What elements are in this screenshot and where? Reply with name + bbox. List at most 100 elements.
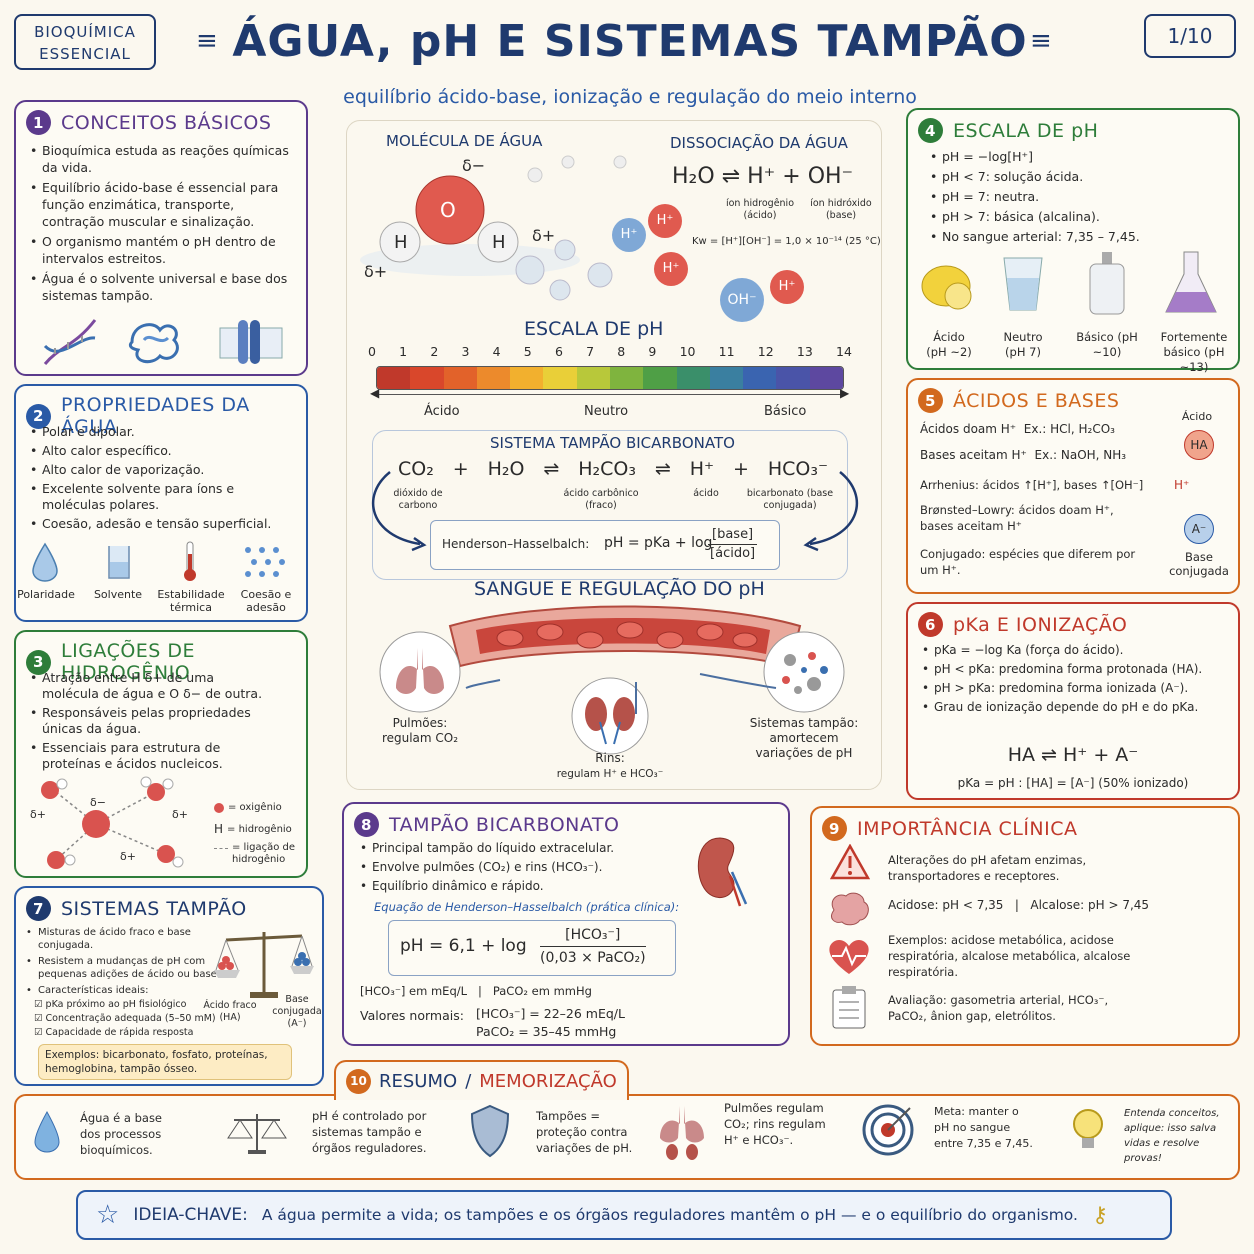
water-drop-icon <box>34 1110 60 1153</box>
ph-color-segment <box>377 367 411 389</box>
dplus-label: δ+ <box>30 808 46 821</box>
hh-fraction: [base] [ácido] <box>708 526 758 563</box>
scale-basic-label: Básico <box>764 404 807 419</box>
check-text: Concentração adequada (5–50 mM) <box>45 1013 216 1024</box>
buf-h2co3: H₂CO₃ <box>578 458 636 480</box>
panel-pka-ionizacao: 6 pKa E IONIZAÇÃO pKa = −log Ka (força d… <box>906 602 1240 800</box>
target-icon <box>862 1104 914 1156</box>
summary-item: Meta: manter o pH no sangue entre 7,35 e… <box>934 1105 1033 1150</box>
page-title: ÁGUA, pH E SISTEMAS TAMPÃO <box>232 16 1028 67</box>
ph-color-segment <box>476 367 511 389</box>
released-h-label: H⁺ <box>1174 478 1190 492</box>
bullet: Envolve pulmões (CO₂) e rins (HCO₃⁻). <box>360 859 680 875</box>
base-label: Base conjugada (A⁻) <box>272 994 322 1029</box>
buffer-title: SISTEMA TAMPÃO BICARBONATO <box>490 434 735 452</box>
panel-4-header: 4 ESCALA DE pH <box>918 118 1098 143</box>
panel-acidos-bases: 5 ÁCIDOS E BASES Ácidos doam H⁺ Ex.: HCl… <box>906 378 1240 594</box>
ph-tick-label: 9 <box>648 344 657 359</box>
section-number-4: 4 <box>918 118 943 143</box>
bullet: Alto calor específico. <box>30 443 300 459</box>
buf-h2o: H₂O <box>487 458 525 480</box>
molecules-grid-icon <box>245 547 285 577</box>
clipboard-icon <box>832 986 866 1029</box>
kw-equation: Kw = [H⁺][OH⁻] = 1,0 × 10⁻¹⁴ (25 °C) <box>692 236 881 247</box>
dna-icon <box>43 319 97 365</box>
legend-bond: = ligação de hidrogênio <box>214 842 304 866</box>
buf-h: H⁺ <box>689 458 715 480</box>
checklist: ☑ pKa próximo ao pH fisiológico ☑ Concen… <box>34 998 216 1040</box>
buf-plus: + <box>452 458 469 480</box>
ph-tick-label: 1 <box>399 344 408 359</box>
checkbox-icon: ☑ <box>34 1013 46 1024</box>
icon-caption-estabilidade: Estabilidade térmica <box>157 588 225 614</box>
buf-arrow: ⇌ <box>543 458 560 480</box>
dplus-label: δ+ <box>120 850 136 863</box>
eq-arrow: ⇌ <box>721 164 741 189</box>
bullet: Responsáveis pelas propriedades únicas d… <box>30 705 270 737</box>
bullet: pH > pKa: predomina forma ionizada (A⁻). <box>922 680 1232 696</box>
section-title-7: SISTEMAS TAMPÃO <box>61 897 247 920</box>
kidneys-caption: regulam H⁺ e HCO₃⁻ <box>556 768 664 780</box>
lungs-icon <box>379 631 461 713</box>
badge-line1: BIOQUÍMICA <box>34 23 136 41</box>
buf-arrow: ⇌ <box>654 458 671 480</box>
dashed-line-icon <box>214 848 228 866</box>
checkbox-icon: ☑ <box>34 999 46 1010</box>
ph-color-segment <box>510 367 544 389</box>
bullet: Resistem a mudanças de pH com pequenas a… <box>26 955 236 981</box>
kidneys-caption-title: Rins: <box>595 751 625 765</box>
bullet: Principal tampão do líquido extracelular… <box>360 840 680 856</box>
dplus-label: δ+ <box>532 226 556 245</box>
ha-bubble: HA <box>1184 430 1214 460</box>
key-idea-bar: ☆ IDEIA-CHAVE: A água permite a vida; os… <box>76 1190 1172 1240</box>
arrhenius-line: Arrhenius: ácidos ↑[H⁺], bases ↑[OH⁻] <box>920 478 1144 492</box>
hydrogen-letter: H <box>214 822 224 836</box>
h-ion-bubble: H⁺ <box>770 270 804 304</box>
header-badge: BIOQUÍMICA ESSENCIAL <box>14 14 156 70</box>
bullet: pH = 7: neutra. <box>930 188 1230 205</box>
check-item: ☑ Concentração adequada (5–50 mM) <box>34 1012 216 1026</box>
icon-caption-polaridade: Polaridade <box>17 588 75 601</box>
clinical-item: Avaliação: gasometria arterial, HCO₃⁻, P… <box>888 993 1109 1023</box>
bullet: Características ideais: <box>26 984 236 997</box>
lemon-icon <box>921 265 972 310</box>
key-idea-label: IDEIA-CHAVE: <box>133 1205 248 1225</box>
bullet-list-4: pH = −log[H⁺] pH < 7: solução ácida. pH … <box>930 148 1230 248</box>
panel-escala-ph: 4 ESCALA DE pH pH = −log[H⁺] pH < 7: sol… <box>906 108 1240 374</box>
summary-item: Entenda conceitos, aplique: isso salva v… <box>1124 1108 1220 1164</box>
ph-color-segment <box>443 367 477 389</box>
hh-clinical-box <box>388 920 676 976</box>
bullet-list-6: pKa = −log Ka (força do ácido). pH < pKa… <box>922 642 1232 718</box>
scale-neutral-label: Neutro <box>584 404 629 419</box>
ph-color-bar <box>376 366 844 390</box>
buf-hco3: HCO₃⁻ <box>767 458 828 480</box>
acids-line: Ácidos doam H⁺ Ex.: HCl, H₂CO₃ <box>920 422 1115 436</box>
summary-bar <box>14 1094 1240 1180</box>
hh-clinical-numerator: [HCO₃⁻] <box>540 924 646 947</box>
bullet: Equilíbrio ácido-base é essencial para f… <box>30 179 300 230</box>
membrane-channel-icon <box>219 320 283 364</box>
clinical-item: Alterações do pH afetam enzimas, transpo… <box>888 853 1087 883</box>
section-number-5: 5 <box>918 388 943 413</box>
panel-9-header: 9 IMPORTÂNCIA CLÍNICA <box>822 816 1078 841</box>
page-subtitle: equilíbrio ácido-base, ionização e regul… <box>343 86 917 108</box>
dminus-label: δ− <box>462 156 486 175</box>
bullet: Grau de ionização depende do pH e do pKa… <box>922 699 1232 715</box>
legend-hydrogen: H= hidrogênio <box>214 822 292 836</box>
bullet: O organismo mantém o pH dentro de interv… <box>30 233 300 267</box>
summary-title: 10 RESUMO / MEMORIZAÇÃO <box>334 1060 629 1100</box>
bullet: pH < 7: solução ácida. <box>930 168 1230 185</box>
ph-tick-label: 11 <box>718 344 735 359</box>
ph-tick-label: 7 <box>586 344 595 359</box>
hydrogen-bond-network-icon <box>41 776 184 869</box>
base-conjugate-label: Base conjugada <box>1169 550 1229 578</box>
ph-color-segment <box>410 367 444 389</box>
section-number-9: 9 <box>822 816 847 841</box>
blood-title: SANGUE E REGULAÇÃO DO pH <box>474 578 765 600</box>
hydrogen-letter: H <box>492 232 506 253</box>
summary-item: pH é controlado por sistemas tampão e ór… <box>312 1109 427 1155</box>
bullet: No sangue arterial: 7,35 – 7,45. <box>930 228 1230 245</box>
ph-color-segment <box>643 367 677 389</box>
caption-neutral: Neutro (pH 7) <box>1003 330 1043 359</box>
